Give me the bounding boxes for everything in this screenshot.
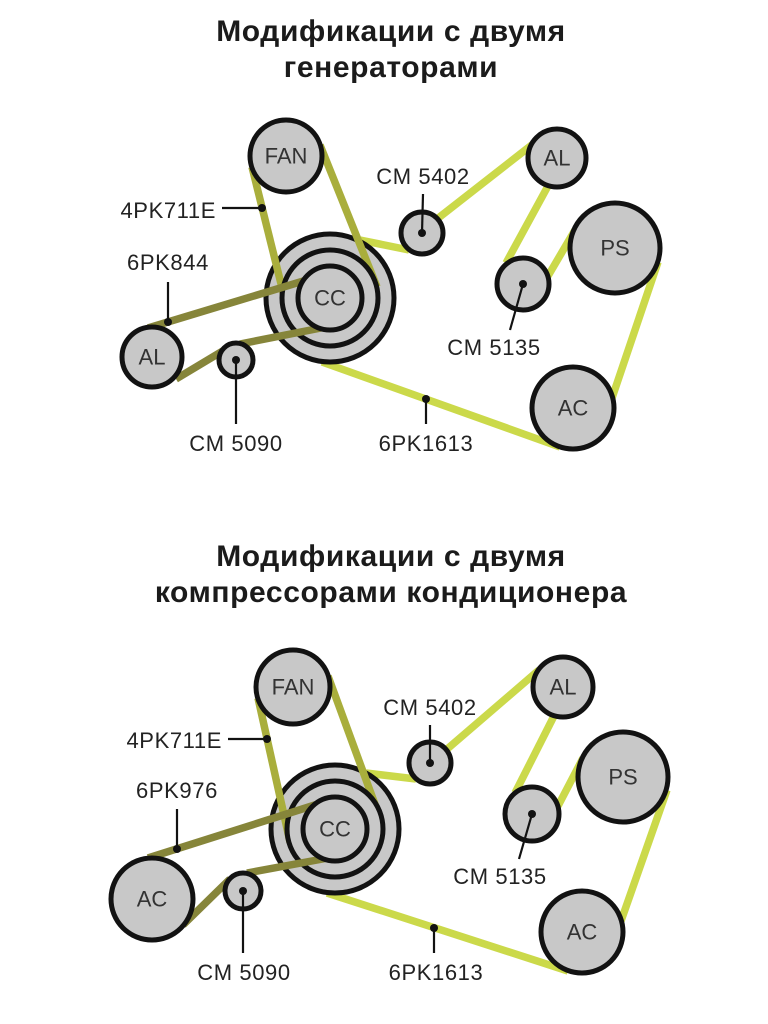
fan-belt-callout: 4PK711E [120,198,216,223]
idler-left-callout: CM 5090 [189,431,282,456]
power-steering-pulley [575,729,671,825]
idler-top-callout: CM 5402 [376,164,469,189]
idler-right-leader [517,813,534,860]
left-belt-segment [239,323,327,348]
left-unit-pulley [108,855,196,943]
crankshaft-pulley-label: CC [314,286,346,311]
idler-right-callout: CM 5135 [453,864,546,889]
main-belt-segment [443,667,542,753]
left-belt-callout: 6PK844 [127,250,209,275]
power-steering-pulley [567,200,663,296]
fan-belt-segment [316,143,381,289]
main-belt [325,667,671,975]
main-belt-segment [320,358,562,451]
left-belt-callout: 6PK976 [136,778,218,803]
compressor-pulley-label: AC [558,396,589,421]
power-steering-pulley-label: PS [608,765,637,790]
left-unit-pulley-label: AC [137,887,168,912]
fan-pulley [247,117,325,195]
main-belt-segment [511,714,558,795]
idler-right-leader [508,283,525,331]
diagram-title-line-1: Модификации с двумя [216,15,566,48]
main-belt-callout: 6PK1613 [379,431,474,456]
alternator-pulley [530,654,596,720]
idler-right-callout: CM 5135 [447,335,540,360]
idler-top-callout: CM 5402 [383,695,476,720]
compressor-pulley-label: AC [567,920,598,945]
main-belt-marker [422,395,430,403]
fan-pulley [253,647,333,727]
alternator-pulley-label: AL [544,146,571,171]
compressor-pulley [538,888,626,976]
main-belt-segment [608,260,662,400]
left-unit-pulley-label: AL [139,345,166,370]
idler-top-leader [420,193,425,234]
alternator-pulley [525,126,589,190]
main-belt-segment [359,236,410,254]
main-belt [320,141,662,451]
diagram-two-ac-compressors: Модификации с двумя компрессорами кондиц… [108,540,671,985]
diagram-title-line-2: генераторами [284,51,498,84]
crankshaft-pulley-inner-ring [295,263,365,333]
idler-left-callout: CM 5090 [197,960,290,985]
crankshaft-pulley-inner-ring [300,794,370,864]
diagram-title-line-1: Модификации с двумя [216,540,566,573]
fan-pulley-label: FAN [265,144,308,169]
power-steering-pulley-label: PS [600,236,629,261]
main-belt-segment [502,184,552,265]
fan-belt-marker [263,735,271,743]
left-belt-marker [173,845,181,853]
left-belt-segment [146,275,312,332]
main-belt-segment [365,769,417,783]
diagram-two-alternators: Модификации с двумя генераторами CC FAN [119,15,663,456]
alternator-pulley-label: AL [550,675,577,700]
main-belt-marker [430,924,438,932]
main-belt-segment [617,788,671,923]
fan-belt-callout: 4PK711E [126,728,222,753]
main-belt-segment [434,141,536,222]
main-belt-callout: 6PK1613 [389,960,484,985]
left-belt-segment [246,854,329,877]
main-belt-segment [325,889,570,975]
left-belt-marker [164,318,172,326]
left-unit-pulley [119,324,185,390]
fan-pulley-label: FAN [272,675,315,700]
compressor-pulley [529,364,617,452]
diagram-title-line-2: компрессорами кондиционера [155,576,627,609]
fan-belt-marker [258,204,266,212]
crankshaft-pulley-label: CC [319,817,351,842]
